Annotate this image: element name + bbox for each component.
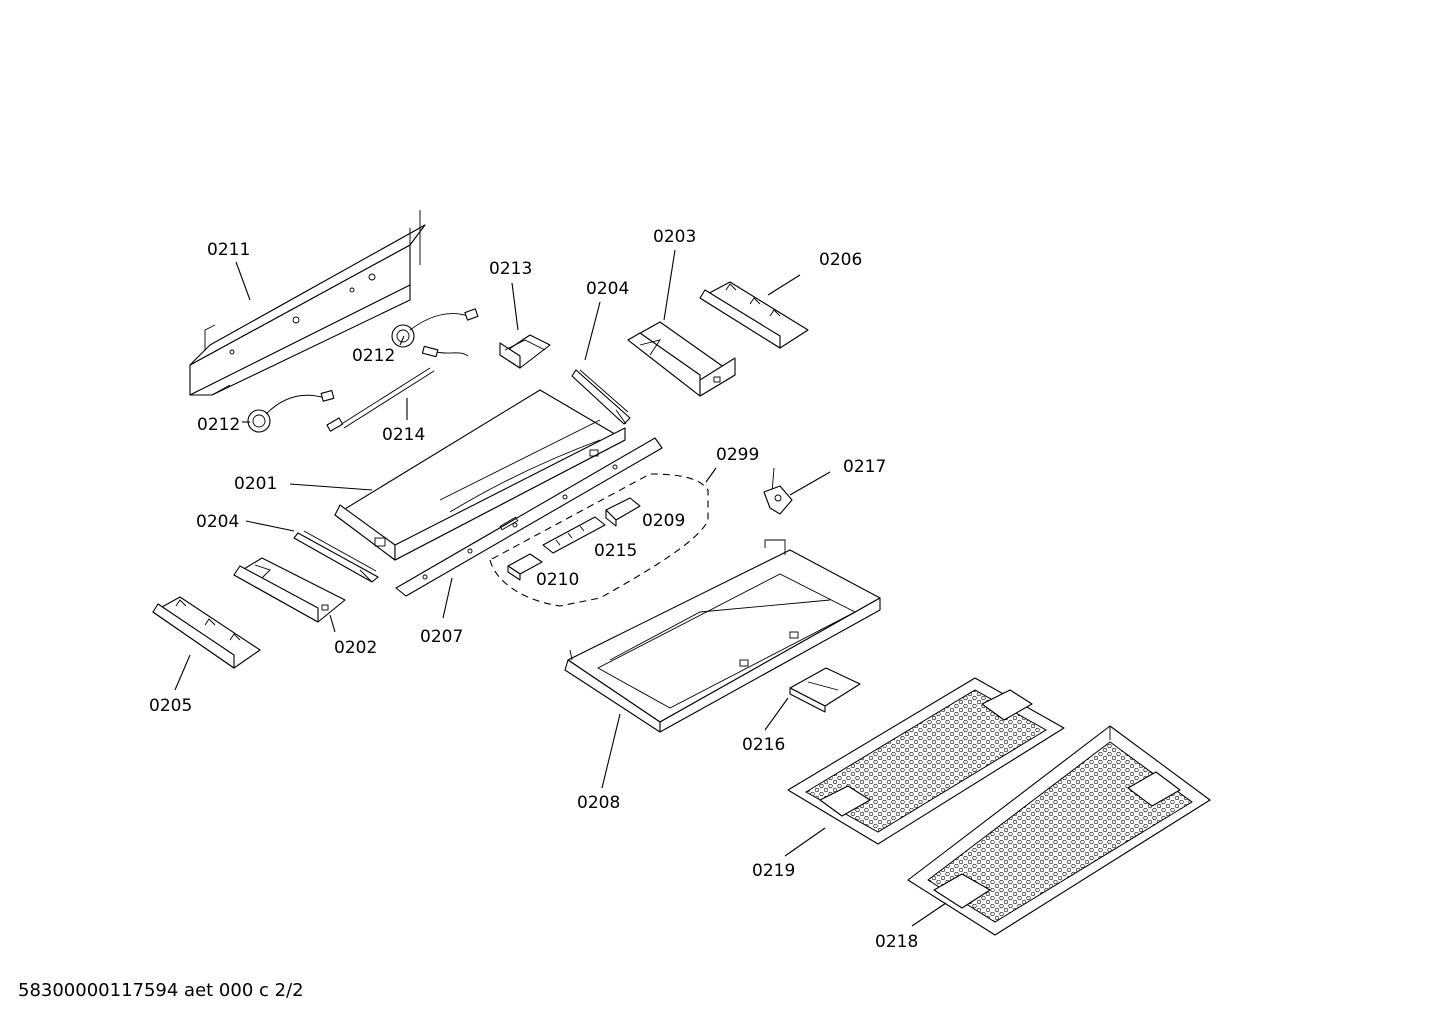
label-0216: 0216 — [742, 735, 785, 755]
label-0209: 0209 — [642, 511, 685, 531]
label-0219: 0219 — [752, 861, 795, 881]
label-0208: 0208 — [577, 793, 620, 813]
part-0204-lower-bracket — [293, 530, 379, 583]
part-0203-control-box — [627, 321, 736, 397]
label-0206: 0206 — [819, 250, 862, 270]
part-0218-filter — [907, 725, 1211, 936]
label-0214: 0214 — [382, 425, 425, 445]
part-0219-filter — [787, 677, 1065, 845]
part-0211-rail — [189, 210, 426, 396]
label-0207: 0207 — [420, 627, 463, 647]
label-0215: 0215 — [594, 541, 637, 561]
part-0212-lamp-socket-lower — [247, 390, 335, 433]
label-0204-upper: 0204 — [586, 279, 629, 299]
label-0213: 0213 — [489, 259, 532, 279]
part-0210-button — [507, 553, 543, 581]
label-0210: 0210 — [536, 570, 579, 590]
part-0214-wire — [326, 367, 435, 432]
document-id-footer: 58300000117594 aet 000 c 2/2 — [18, 980, 304, 1001]
part-0209-button — [605, 497, 641, 527]
label-0217: 0217 — [843, 457, 886, 477]
label-0211: 0211 — [207, 240, 250, 260]
part-0299-group — [489, 473, 709, 607]
label-0202: 0202 — [334, 638, 377, 658]
part-0205-end-bracket — [152, 596, 261, 669]
label-0299: 0299 — [716, 445, 759, 465]
part-0213-transformer — [499, 334, 551, 369]
part-labels: 0211 0213 0203 0206 0204 0212 0212 0214 … — [149, 227, 918, 952]
leader-lines — [174, 249, 947, 927]
part-0204-upper-bracket — [571, 369, 631, 425]
part-0201-housing — [334, 389, 626, 561]
label-0205: 0205 — [149, 696, 192, 716]
label-0212-upper: 0212 — [352, 346, 395, 366]
part-0206-end-bracket — [699, 281, 809, 349]
part-0212-lamp-socket-upper — [391, 308, 479, 358]
part-0207-front-rail — [395, 437, 663, 597]
part-0215-switch-strip — [542, 516, 606, 554]
part-0208-base-frame — [564, 539, 881, 733]
label-0204-lower: 0204 — [196, 512, 239, 532]
part-0216-switch — [789, 667, 861, 713]
part-0202-control-module — [233, 557, 346, 623]
label-0212-lower: 0212 — [197, 415, 240, 435]
label-0203: 0203 — [653, 227, 696, 247]
label-0201: 0201 — [234, 474, 277, 494]
part-0217-connector — [763, 467, 793, 515]
label-0218: 0218 — [875, 932, 918, 952]
